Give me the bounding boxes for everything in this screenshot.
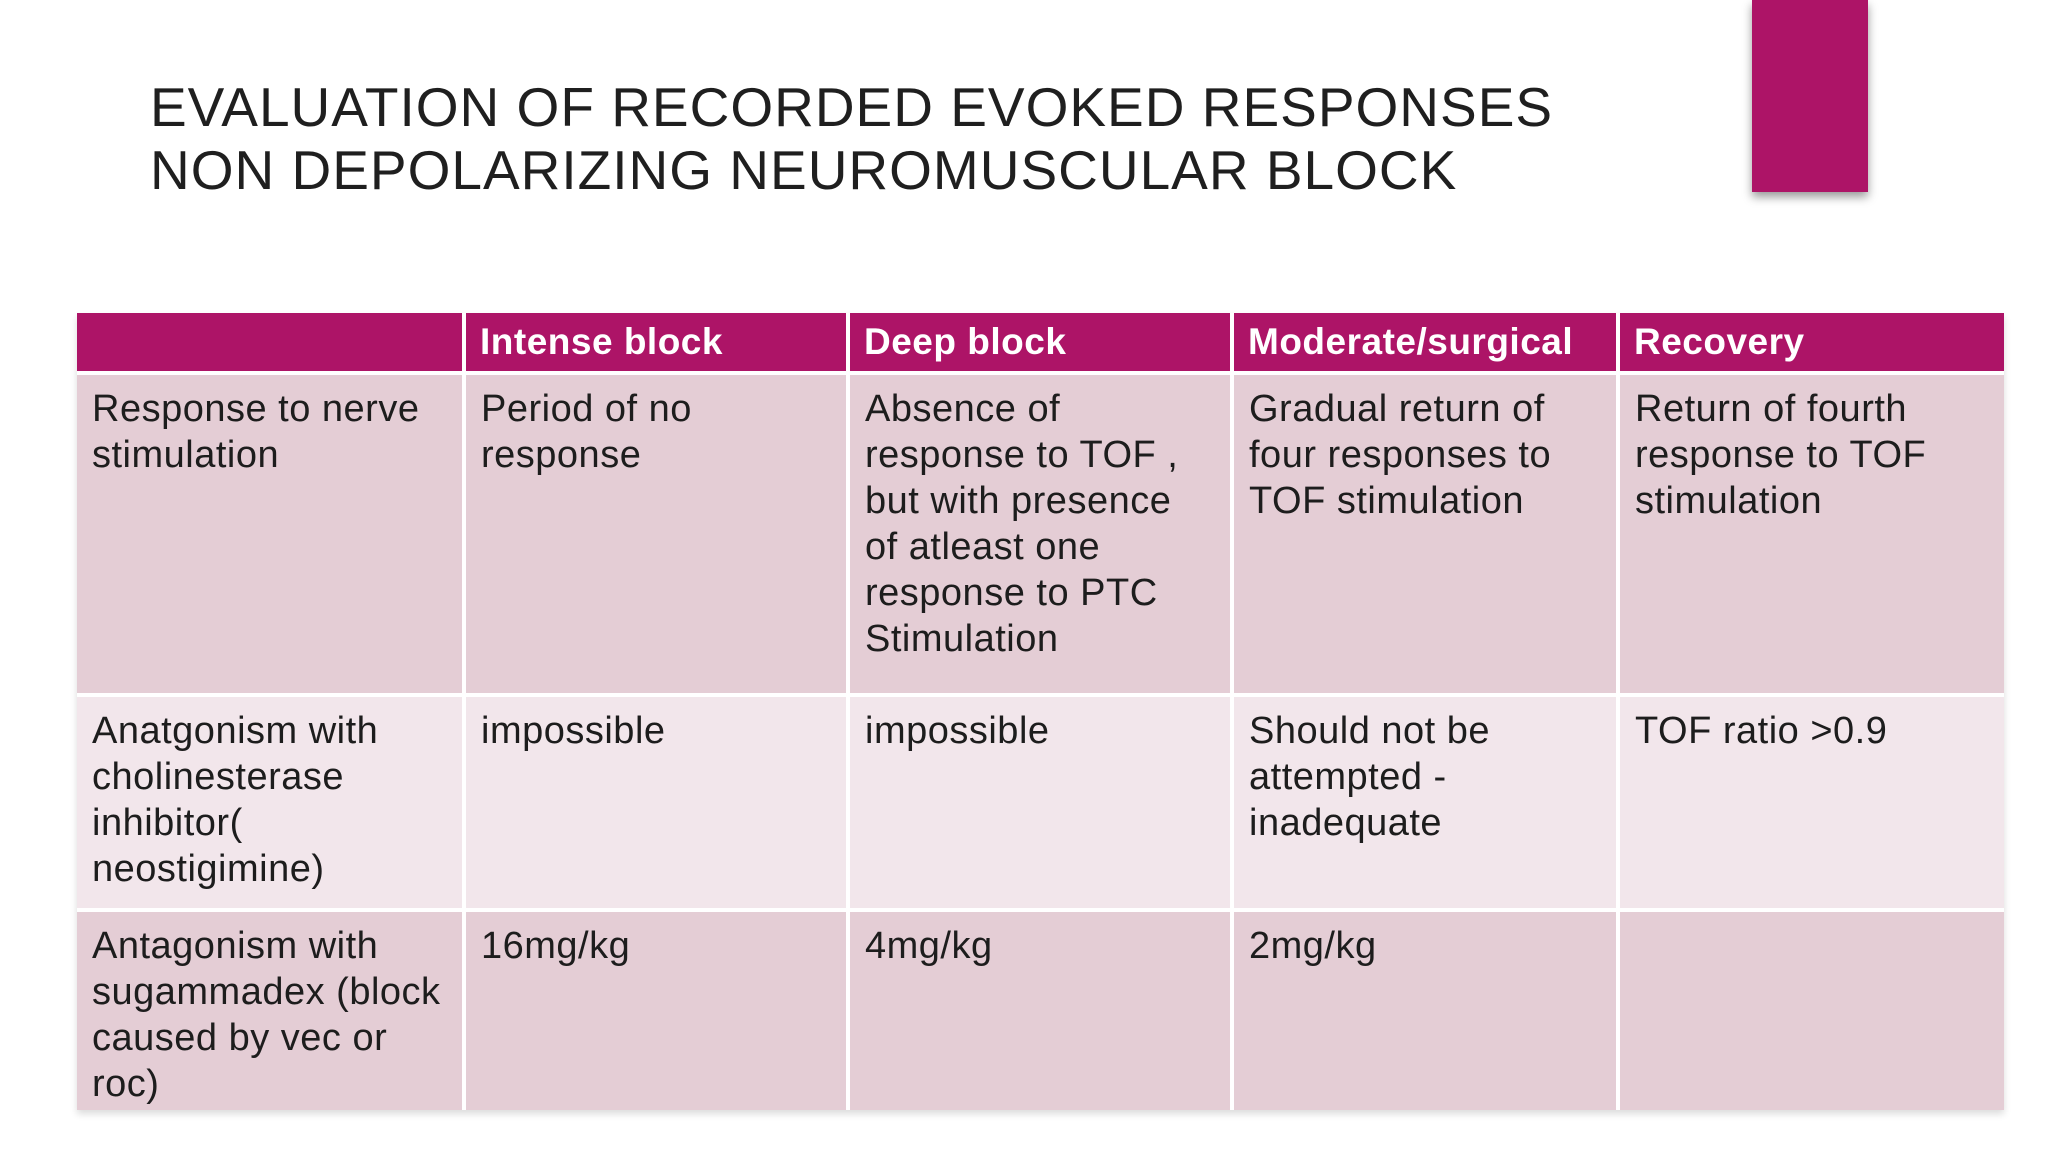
title-line-1: EVALUATION OF RECORDED EVOKED RESPONSES [150,76,1554,138]
cell-deep-sugammadex-dose: 4mg/kg [850,912,1230,1110]
header-cell-intense-block: Intense block [466,313,846,371]
header-cell-deep-block: Deep block [850,313,1230,371]
cell-deep-response: Absence of response to TOF , but with pr… [850,375,1230,693]
cell-intense-sugammadex-dose: 16mg/kg [466,912,846,1110]
cell-moderate-sugammadex-dose: 2mg/kg [1234,912,1616,1110]
header-cell-blank [77,313,462,371]
title-line-2: NON DEPOLARIZING NEUROMUSCULAR BLOCK [150,139,1458,201]
accent-rectangle [1752,0,1868,192]
cell-recovery-response: Return of fourth response to TOF stimula… [1620,375,2004,693]
cell-intense-antagonism-neostigmine: impossible [466,697,846,908]
cell-recovery-sugammadex-blank [1620,912,2004,1110]
cell-moderate-antagonism-neostigmine: Should not be attempted - inadequate [1234,697,1616,908]
cell-deep-antagonism-neostigmine: impossible [850,697,1230,908]
row-label-antagonism-cholinesterase: Anatgonism with cholinesterase inhibitor… [77,697,462,908]
evoked-responses-table: Intense block Deep block Moderate/surgic… [77,313,2004,1110]
cell-recovery-antagonism-neostigmine: TOF ratio >0.9 [1620,697,2004,908]
page-title: EVALUATION OF RECORDED EVOKED RESPONSES … [150,76,1553,202]
header-cell-recovery: Recovery [1620,313,2004,371]
row-label-antagonism-sugammadex: Antagonism with sugammadex (block caused… [77,912,462,1110]
cell-intense-response: Period of no response [466,375,846,693]
cell-moderate-response: Gradual return of four responses to TOF … [1234,375,1616,693]
row-label-response-to-nerve-stimulation: Response to nerve stimulation [77,375,462,693]
header-cell-moderate-surgical: Moderate/surgical [1234,313,1616,371]
